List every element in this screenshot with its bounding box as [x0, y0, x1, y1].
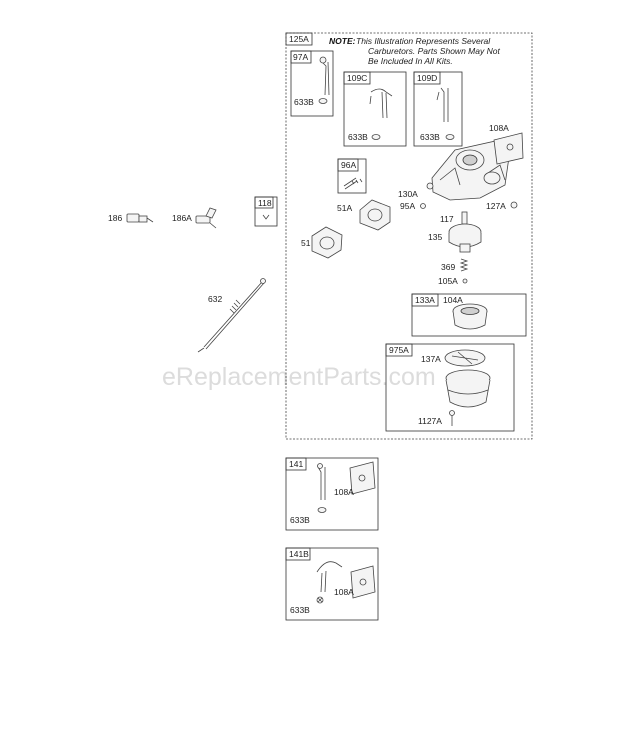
box-109D-label: 109D	[417, 73, 437, 83]
part-117: 117	[440, 214, 454, 224]
part-130A: 130A	[398, 189, 418, 199]
box-133A	[411, 293, 527, 337]
box-141B	[285, 547, 379, 621]
throttle-link-141-icon	[317, 463, 327, 513]
clip-icon	[262, 214, 270, 220]
bowl-screw-icon	[449, 410, 455, 426]
gasket-51-icon	[311, 226, 343, 259]
box-141-label: 141	[289, 459, 303, 469]
part-104A: 104A	[443, 295, 463, 305]
part-369: 369	[441, 262, 455, 272]
part-137A: 137A	[421, 354, 441, 364]
part-633B-141B: 633B	[290, 605, 310, 615]
note-prefix: NOTE:	[329, 36, 356, 46]
part-186: 186	[108, 213, 122, 223]
part-108A: 108A	[489, 123, 509, 133]
part-633B-141: 633B	[290, 515, 310, 525]
part-95A: 95A	[400, 201, 415, 211]
box-109C	[343, 71, 407, 147]
gasket-141-icon	[349, 461, 376, 495]
part-633B-109C: 633B	[348, 132, 368, 142]
box-125A-label: 125A	[289, 34, 309, 44]
box-133A-label: 133A	[415, 295, 435, 305]
part-108A-141: 108A	[334, 487, 354, 497]
float-bowl-icon	[444, 349, 491, 408]
part-108A-141B: 108A	[334, 587, 354, 597]
float-icon	[448, 223, 482, 253]
part-51: 51	[301, 238, 311, 248]
box-125A	[285, 32, 533, 440]
gasket-141B-icon	[350, 565, 376, 599]
fitting-icon	[420, 203, 426, 209]
fuel-fitting-icon	[126, 213, 154, 223]
box-975A	[385, 343, 515, 432]
screw-spring-icon	[343, 177, 363, 190]
box-97A	[290, 50, 334, 117]
needle-icon	[461, 211, 468, 225]
gasket-icon	[493, 132, 524, 165]
filter-cup-icon	[452, 303, 488, 330]
box-97A-label: 97A	[293, 52, 308, 62]
carburetor-icon	[431, 139, 511, 201]
note-line-2: Carburetors. Parts Shown May Not	[368, 46, 500, 56]
box-96A-label: 96A	[341, 160, 356, 170]
gasket-51A-icon	[359, 199, 391, 231]
part-127A: 127A	[486, 201, 506, 211]
part-1127A: 1127A	[418, 416, 442, 426]
box-141	[285, 457, 379, 531]
part-105A: 105A	[438, 276, 458, 286]
part-51A: 51A	[337, 203, 352, 213]
note-line-1: This Illustration Represents Several	[356, 36, 491, 46]
box-125A-tag	[285, 32, 313, 46]
part-186A: 186A	[172, 213, 192, 223]
part-633B-97A: 633B	[294, 97, 314, 107]
part-633B-109D: 633B	[420, 132, 440, 142]
box-975A-label: 975A	[389, 345, 409, 355]
choke-link-141B-icon	[316, 561, 343, 604]
box-118-label: 118	[258, 198, 272, 208]
washer-icon	[462, 278, 468, 284]
elbow-fitting-icon	[195, 207, 217, 229]
box-109C-label: 109C	[347, 73, 367, 83]
part-135: 135	[428, 232, 442, 242]
choke-link-icon	[369, 88, 393, 140]
governor-link-icon	[197, 278, 266, 353]
part-632: 632	[208, 294, 222, 304]
note-line-3: Be Included In All Kits.	[368, 56, 453, 66]
seal-icon	[510, 201, 518, 209]
plug-icon	[426, 182, 434, 190]
choke-rod-icon	[436, 87, 455, 140]
spring-icon	[459, 258, 469, 272]
throttle-link-icon	[318, 56, 330, 104]
watermark: eReplacementParts.com	[162, 363, 436, 391]
box-141B-label: 141B	[289, 549, 309, 559]
